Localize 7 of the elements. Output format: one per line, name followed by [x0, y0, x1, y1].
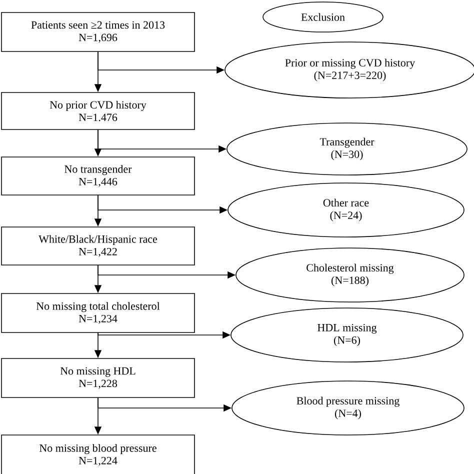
- process-box: No prior CVD history N=1.476: [1, 92, 195, 130]
- process-box: No missing HDL N=1,228: [1, 358, 195, 398]
- process-box: White/Black/Hispanic race N=1,422: [1, 226, 195, 266]
- process-box: Patients seen ≥2 times in 2013 N=1,696: [1, 12, 195, 52]
- process-box: No transgender N=1,446: [1, 156, 195, 196]
- process-box: No missing blood pressure N=1,224: [1, 434, 195, 474]
- process-box: No missing total cholesterol N=1,234: [1, 293, 195, 333]
